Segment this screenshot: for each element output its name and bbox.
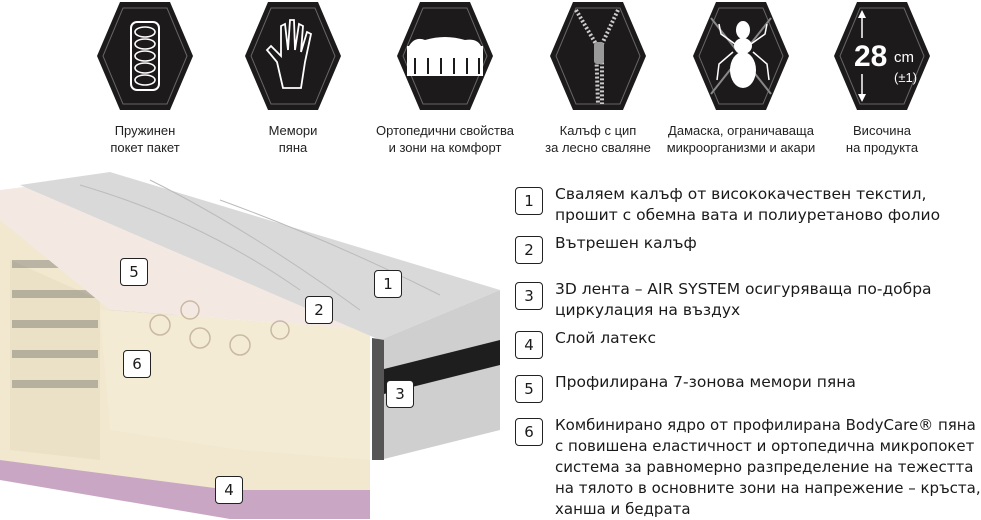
feature-label: и зони на комфорт (388, 140, 502, 155)
mattress-cutaway-image (0, 172, 500, 519)
feature-label: Калъф с цип (559, 123, 637, 138)
layer-text: Слой латекс (555, 329, 657, 347)
layer-text: Вътрешен калъф (555, 234, 697, 252)
feature-label: на продукта (845, 140, 919, 155)
layer-item: 2 Вътрешен калъф (515, 233, 981, 264)
height-value: 28 (854, 40, 887, 73)
layer-number: 2 (515, 236, 543, 264)
feature-memory-foam: Мемори пяна (218, 0, 368, 156)
callout-5: 5 (120, 258, 148, 286)
layer-item: 4 Слой латекс (515, 328, 981, 359)
feature-label: Пружинен (114, 123, 176, 138)
hand-icon (245, 2, 341, 110)
feature-antimite: Дамаска, ограничаваща микроорганизми и ак… (666, 0, 816, 156)
layer-number: 1 (515, 187, 543, 215)
feature-label: микроорганизми и акари (666, 140, 816, 155)
feature-label: Ортопедични свойства (376, 123, 514, 138)
layer-number: 3 (515, 282, 543, 310)
mite-icon (693, 2, 789, 110)
feature-pocket-spring: Пружинен покет пакет (70, 0, 220, 156)
layer-item: 5 Профилирана 7-зонова мемори пяна (515, 372, 981, 403)
zipper-icon (550, 2, 646, 110)
layer-text: Комбинирано ядро от профилирана BodyCare… (555, 416, 981, 518)
feature-height: 28 cm (±1) Височина на продукта (807, 0, 957, 156)
callout-3: 3 (386, 380, 414, 408)
feature-label: покет пакет (110, 140, 180, 155)
feature-orthopedic: Ортопедични свойства и зони на комфорт (370, 0, 520, 156)
layer-text: 3D лента – AIR SYSTEM осигуряваща по-доб… (555, 280, 932, 319)
callout-4: 4 (215, 476, 243, 504)
height-icon: 28 cm (±1) (834, 2, 930, 110)
feature-label: за лесно сваляне (545, 140, 651, 155)
callout-1: 1 (374, 270, 402, 298)
layer-item: 3 3D лента – AIR SYSTEM осигуряваща по-до… (515, 279, 981, 321)
feature-label: Височина (853, 123, 911, 138)
body-support-icon (397, 2, 493, 110)
layer-text: Сваляем калъф от висококачествен текстил… (555, 185, 941, 224)
callout-2: 2 (305, 296, 333, 324)
feature-label: пяна (278, 140, 308, 155)
feature-label: Мемори (268, 123, 318, 138)
layer-item: 1 Сваляем калъф от висококачествен тексти… (515, 184, 981, 226)
height-unit: cm (894, 49, 914, 66)
feature-label: Дамаска, ограничаваща (668, 123, 814, 138)
spring-icon (97, 2, 193, 110)
layer-number: 5 (515, 375, 543, 403)
callout-6: 6 (123, 350, 151, 378)
feature-zipper: Калъф с цип за лесно сваляне (523, 0, 673, 156)
layer-number: 4 (515, 331, 543, 359)
layer-item: 6 Комбинирано ядро от профилирана BodyCar… (515, 415, 981, 520)
layer-number: 6 (515, 418, 543, 446)
height-tolerance: (±1) (894, 70, 917, 85)
layer-text: Профилирана 7-зонова мемори пяна (555, 373, 856, 391)
